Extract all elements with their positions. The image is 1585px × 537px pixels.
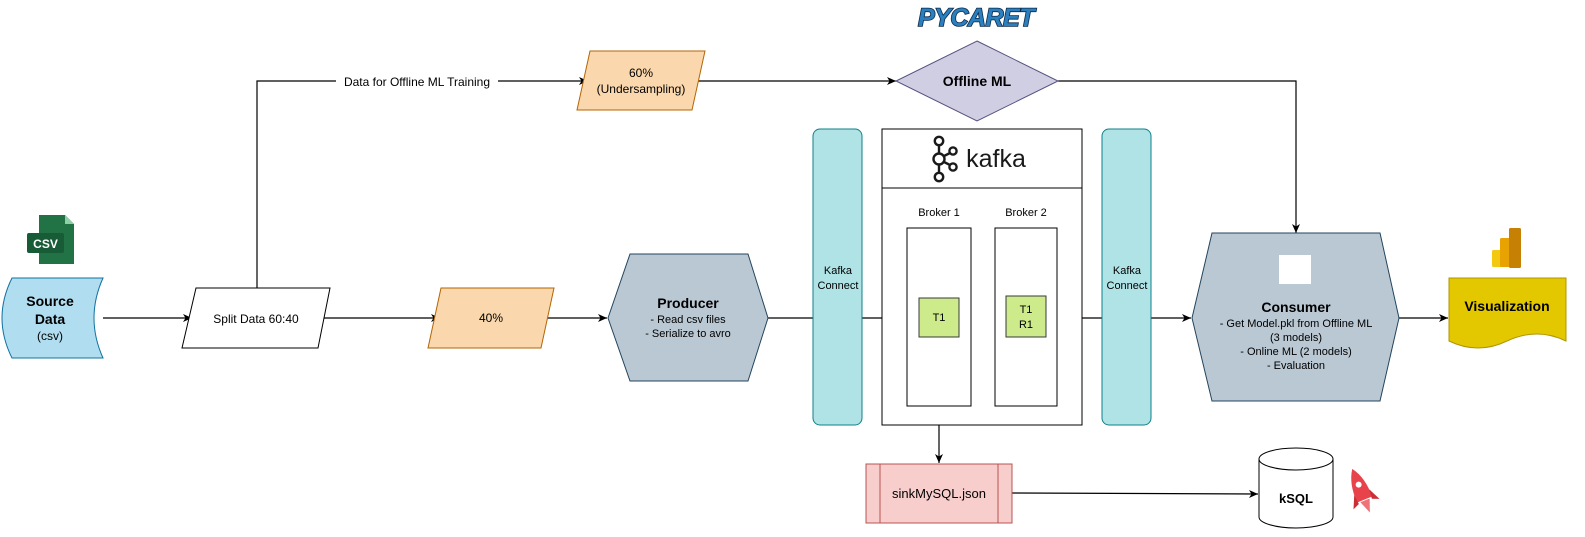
kafka-connect-right-line2: Connect [1107, 280, 1148, 292]
svg-text:CSV: CSV [33, 237, 58, 251]
ksql-database[interactable]: kSQL [1258, 447, 1334, 529]
edge-split-to-offline-split [256, 77, 588, 288]
broker-2[interactable]: Broker 2 T1 R1 [994, 207, 1058, 407]
source-title-line2: Data [35, 311, 66, 327]
split-data-node[interactable]: Split Data 60:40 [181, 287, 331, 349]
consumer-title: Consumer [1261, 299, 1331, 315]
offline-ml-node[interactable]: Offline ML [894, 40, 1060, 122]
kafka-logo-text: kafka [966, 145, 1026, 173]
offline-split-node[interactable]: 60% (Undersampling) [576, 50, 706, 111]
kafka-logo: kafka [932, 135, 1026, 183]
offline-ml-label: Offline ML [943, 73, 1012, 89]
consumer-line2: (3 models) [1270, 332, 1322, 344]
producer-title: Producer [657, 295, 719, 311]
offline-split-line1: 60% [629, 66, 653, 80]
split-data-label: Split Data 60:40 [213, 312, 299, 326]
online-split-node[interactable]: 40% [427, 287, 555, 349]
broker-1[interactable]: Broker 1 T1 [906, 207, 972, 407]
ksql-label: kSQL [1279, 491, 1313, 506]
kafka-connect-left-line1: Kafka [824, 265, 853, 277]
topic-t1-replica[interactable] [1005, 295, 1047, 338]
topic-t1[interactable] [918, 297, 960, 338]
offline-split-line2: (Undersampling) [597, 82, 686, 96]
kafka-connect-left[interactable]: Kafka Connect [812, 128, 863, 426]
csv-icon: CSV [27, 215, 74, 264]
svg-text:PYCARET: PYCARET [918, 4, 1037, 32]
kafka-connect-right-line1: Kafka [1113, 265, 1142, 277]
consumer-node[interactable]: Consumer - Get Model.pkl from Offline ML… [1191, 232, 1400, 402]
visualization-node[interactable]: Visualization [1448, 277, 1567, 349]
producer-line2: - Serialize to avro [645, 328, 731, 340]
producer-node[interactable]: Producer - Read csv files - Serialize to… [607, 253, 769, 382]
power-bi-icon [1492, 228, 1521, 268]
edge-label-offline-training: Data for Offline ML Training [344, 75, 490, 89]
kafka-connect-left-line2: Connect [818, 280, 859, 292]
topic-t1-label: T1 [933, 312, 946, 324]
broker-1-label: Broker 1 [918, 207, 960, 219]
consumer-line1: - Get Model.pkl from Offline ML [1220, 318, 1373, 330]
sink-mysql-label: sinkMySQL.json [892, 486, 986, 501]
consumer-line4: - Evaluation [1267, 360, 1325, 372]
producer-line1: - Read csv files [650, 314, 726, 326]
edge-sink-to-ksql [1011, 489, 1259, 498]
broker-2-label: Broker 2 [1005, 207, 1047, 219]
source-title-line1: Source [26, 293, 74, 309]
visualization-label: Visualization [1464, 298, 1549, 314]
consumer-line3: - Online ML (2 models) [1240, 346, 1351, 358]
online-split-label: 40% [479, 311, 503, 325]
edge-offline-ml-to-consumer [1058, 80, 1300, 233]
kafka-connect-right[interactable]: Kafka Connect [1101, 128, 1152, 426]
pycaret-logo: PYCARET [917, 3, 1038, 33]
source-subtitle: (csv) [37, 329, 63, 343]
model-image-placeholder [1279, 255, 1311, 284]
replica-line1: T1 [1020, 304, 1033, 316]
replica-line2: R1 [1019, 319, 1033, 331]
sink-mysql-node[interactable]: sinkMySQL.json [865, 463, 1013, 524]
rocket-icon [1351, 468, 1380, 513]
source-data-node[interactable]: Source Data (csv) [1, 277, 104, 359]
